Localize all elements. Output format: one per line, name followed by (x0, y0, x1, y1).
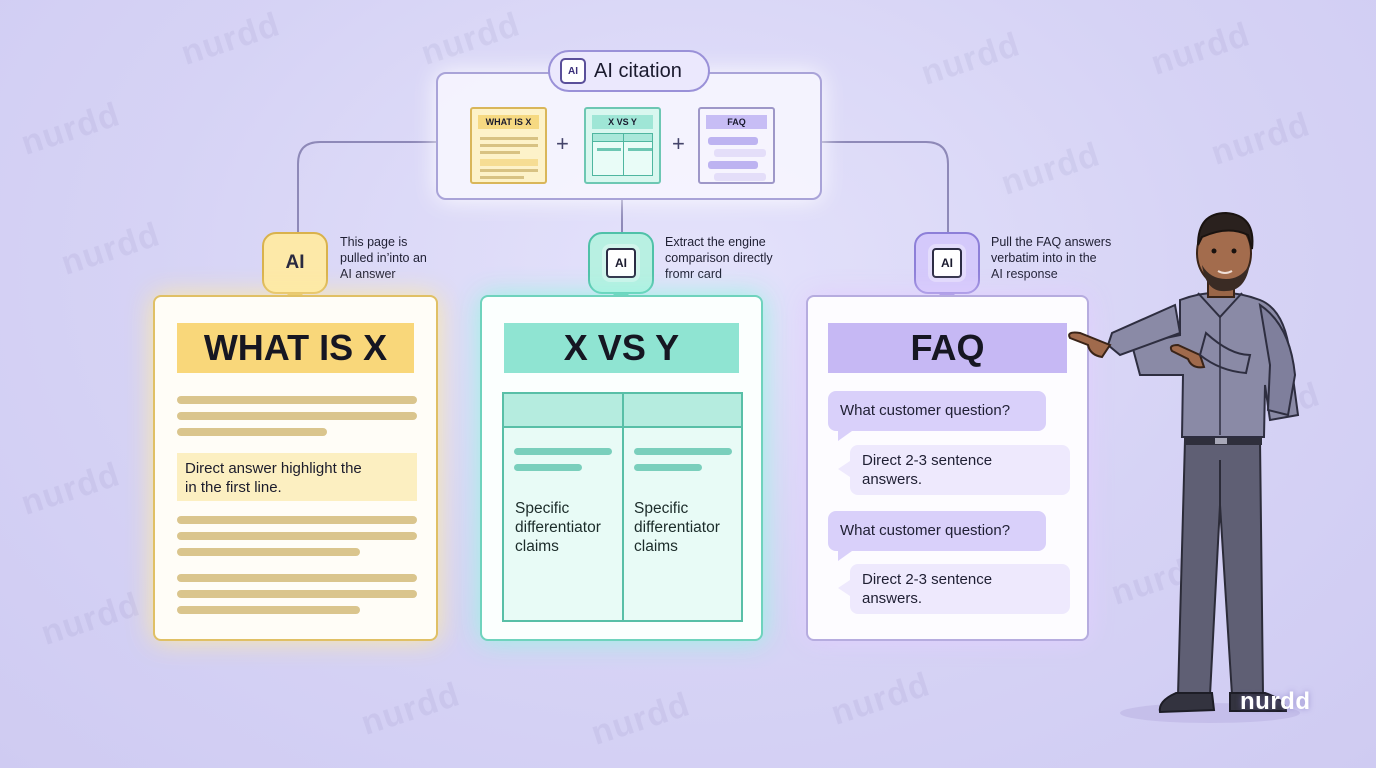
mini-question-bubble (708, 161, 758, 169)
mini-highlight (480, 159, 538, 166)
text-line (177, 590, 417, 598)
mini-table (592, 133, 653, 176)
left-claim: Specific differentiator claims (515, 500, 601, 555)
citation-header: AI AI citation (548, 50, 710, 92)
mini-card-faq: FAQ (698, 107, 775, 184)
ai-label: AI (285, 252, 305, 273)
mini-text-line (480, 151, 520, 154)
mini-card-title: FAQ (706, 115, 767, 129)
ai-chip-icon: AI (606, 248, 636, 278)
faq-question: What customer question? (828, 391, 1046, 441)
text-line (177, 396, 417, 404)
text-line (177, 532, 417, 540)
text-line (177, 548, 360, 556)
table-line (634, 464, 702, 471)
mini-card-x-vs-y: X VS Y (584, 107, 661, 184)
text-line (177, 428, 327, 436)
comparison-table: Specific differentiator claims Specific … (502, 392, 743, 622)
plus-symbol: + (556, 131, 569, 156)
presenter-illustration (1068, 211, 1300, 723)
card-title: X VS Y (504, 323, 739, 373)
ai-badge-what: AI (262, 232, 328, 302)
mini-text-line (480, 137, 538, 140)
text-line (177, 574, 417, 582)
mini-question-bubble (708, 137, 758, 145)
table-line (514, 464, 582, 471)
mini-text-line (480, 176, 524, 179)
citation-title: AI citation (594, 59, 682, 82)
text-line (177, 516, 417, 524)
ai-badge-faq: AI (914, 232, 980, 302)
mini-text-line (480, 144, 538, 147)
highlight-answer: Direct answer highlight the in the first… (177, 453, 417, 501)
note-vs: Extract the engine comparison directly f… (665, 235, 773, 281)
table-line (514, 448, 612, 455)
card-title: FAQ (828, 323, 1067, 373)
note-what: This page is pulled in’into an AI answer (340, 235, 427, 281)
ai-chip-icon: AI (932, 248, 962, 278)
text-line (177, 412, 417, 420)
card-faq: FAQ What customer question? Direct 2-3 s… (806, 295, 1089, 641)
mini-card-title: X VS Y (592, 115, 653, 129)
faq-question: What customer question? (828, 511, 1046, 561)
faq-answer: Direct 2-3 sentence answers. (838, 445, 1070, 495)
brand-logo: nurdd (1240, 688, 1311, 715)
card-title: WHAT IS X (177, 323, 414, 373)
note-faq: Pull the FAQ answers verbatim into in th… (991, 235, 1112, 281)
mini-answer-bubble (714, 173, 766, 181)
ai-chip-icon: AI (560, 58, 586, 84)
card-x-vs-y: X VS Y Specific differentiator claims Sp… (480, 295, 763, 641)
card-what-is-x: WHAT IS X Direct answer highlight the in… (153, 295, 438, 641)
right-claim: Specific differentiator claims (634, 500, 720, 555)
table-divider (622, 394, 624, 620)
plus-symbol: + (672, 131, 685, 156)
text-line (177, 606, 360, 614)
mini-text-line (480, 169, 538, 172)
table-line (634, 448, 732, 455)
ai-badge-vs: AI (588, 232, 654, 302)
faq-answer: Direct 2-3 sentence answers. (838, 564, 1070, 614)
mini-card-what-is-x: WHAT IS X (470, 107, 547, 184)
mini-card-title: WHAT IS X (478, 115, 539, 129)
mini-answer-bubble (714, 149, 766, 157)
